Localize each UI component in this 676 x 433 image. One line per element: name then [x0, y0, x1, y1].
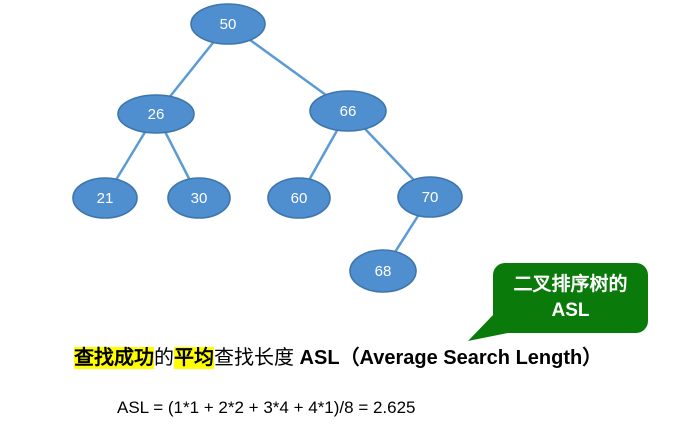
- asl-formula: ASL = (1*1 + 2*2 + 3*4 + 4*1)/8 = 2.625: [117, 398, 416, 417]
- tree-node-60: 60: [267, 177, 331, 219]
- callout-tail: [468, 314, 518, 341]
- sentence-asl-term: ASL（Average Search Length）: [294, 347, 603, 369]
- sentence-highlight-2: 平均: [174, 347, 214, 369]
- callout-line2: ASL: [551, 300, 590, 321]
- tree-node-label: 26: [148, 106, 165, 123]
- tree-node-30: 30: [167, 177, 231, 219]
- sentence-highlight-1: 查找成功: [74, 347, 154, 369]
- tree-node-label: 21: [97, 190, 114, 207]
- tree-node-label: 50: [220, 16, 237, 33]
- tree-node-label: 60: [291, 190, 308, 207]
- tree-node-50: 50: [190, 3, 266, 45]
- tree-node-label: 70: [422, 189, 439, 206]
- sentence-plain-2: 查找长度: [214, 347, 294, 369]
- asl-definition-sentence: 查找成功的平均查找长度 ASL（Average Search Length）: [74, 344, 602, 372]
- tree-node-66: 66: [309, 90, 387, 132]
- tree-node-21: 21: [72, 177, 138, 219]
- tree-node-label: 66: [340, 103, 357, 120]
- tree-node-26: 26: [117, 94, 195, 134]
- tree-node-label: 68: [375, 263, 392, 280]
- sentence-plain-1: 的: [154, 347, 174, 369]
- asl-callout-bubble: 二叉排序树的 ASL: [493, 263, 648, 333]
- tree-node-label: 30: [191, 190, 208, 207]
- tree-node-68: 68: [349, 249, 417, 293]
- tree-node-70: 70: [397, 176, 463, 218]
- callout-line1: 二叉排序树的: [513, 274, 628, 295]
